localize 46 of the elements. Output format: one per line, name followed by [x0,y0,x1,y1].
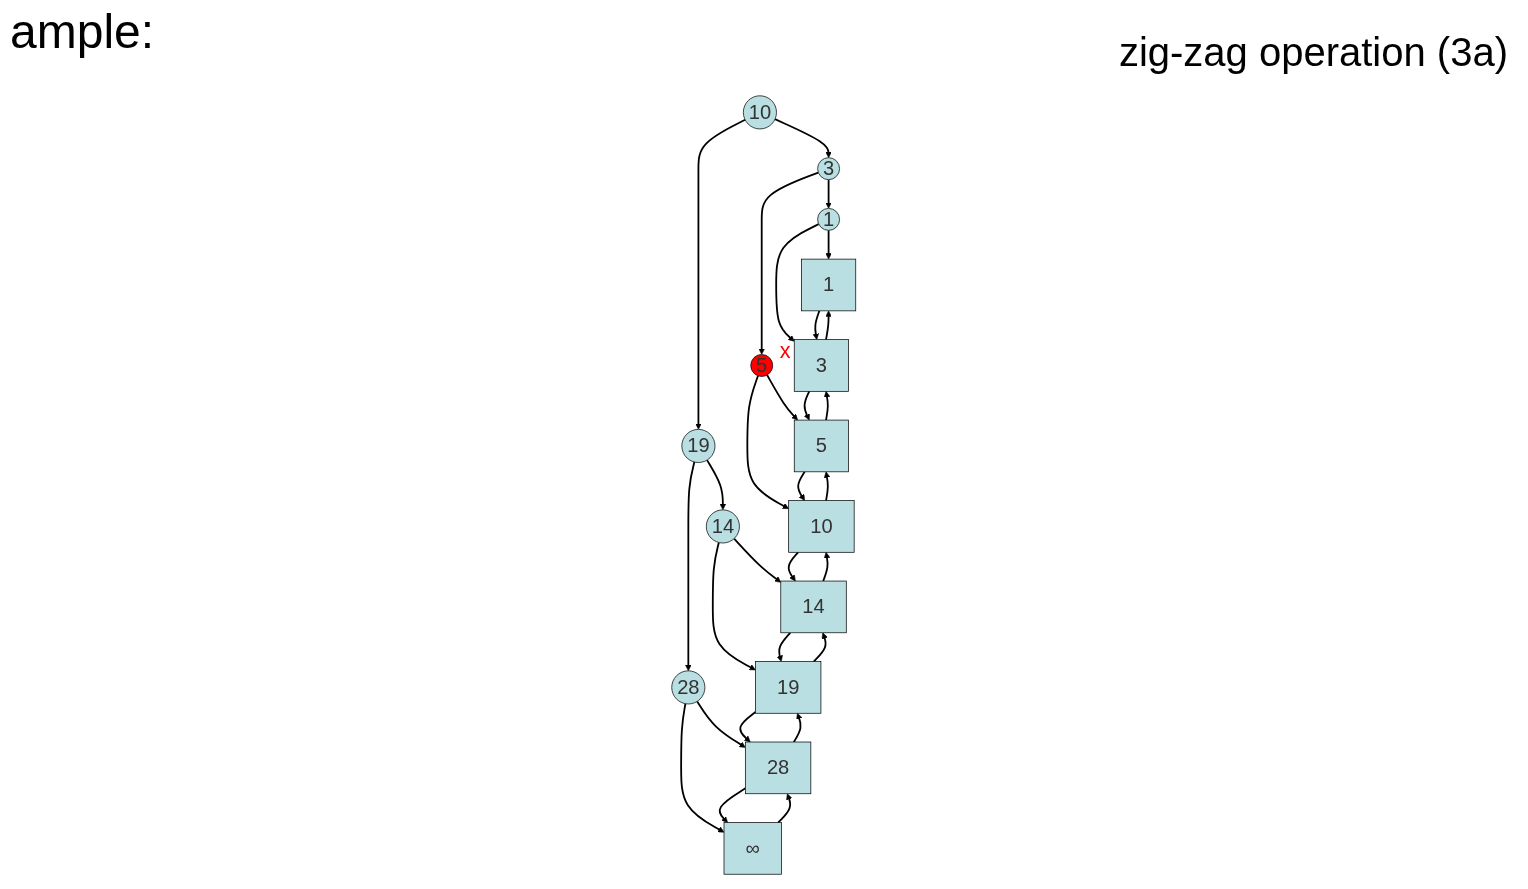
tree-node-circle: 10 [743,95,778,130]
list-node-box: 28 [745,741,812,795]
arrow [712,541,756,671]
arrow [803,390,811,421]
arrow [775,223,820,342]
arrow [825,178,832,209]
arrow [822,552,831,582]
tree-node-circle: 14 [706,509,741,544]
arrow [766,374,799,421]
arrow [793,713,803,743]
arrow [776,631,792,662]
list-node-box: 5 [794,419,850,473]
list-node-box: 14 [780,580,847,634]
heading: ample: [10,4,155,59]
list-node-box: 10 [788,500,855,553]
arrow [695,118,747,430]
node-mark: x [780,337,791,363]
arrow [685,461,696,672]
arrow [777,793,793,824]
arrow [824,471,831,502]
list-node-box: 3 [794,339,850,392]
tree-node-circle: 1 [817,207,841,231]
arrow [739,711,757,743]
arrow [733,537,782,583]
arrow [696,700,746,748]
arrow [680,702,725,833]
arrow [758,171,820,355]
tree-node-circle: 5 [750,353,774,377]
arrow [746,374,790,509]
arrow [825,229,832,260]
arrow [719,787,747,823]
arrow [825,310,832,341]
tree-node-circle: 3 [817,157,841,180]
list-node-box: ∞ [723,822,783,875]
arrow [788,551,800,582]
arrow [797,470,806,501]
arrow [706,459,727,511]
arrow [824,391,831,421]
operation-label: zig-zag operation (3a) [1118,30,1508,75]
tree-node-circle: 19 [681,429,716,463]
list-node-box: 1 [801,258,857,312]
list-node-box: 19 [755,661,822,714]
arrow [812,309,821,340]
arrow [774,118,832,158]
arrow [813,632,828,663]
tree-node-circle: 28 [671,670,706,705]
